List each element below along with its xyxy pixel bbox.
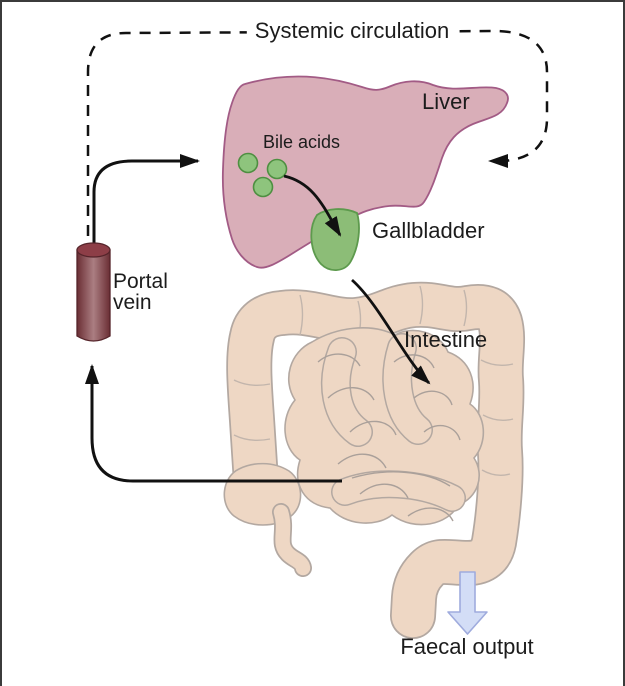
gallbladder-label: Gallbladder: [372, 218, 485, 243]
portal-vein-body: [76, 249, 111, 342]
portal-vein-top: [76, 242, 111, 258]
portal-vein-to-liver-arrow: [92, 154, 200, 243]
liver-label: Liver: [422, 89, 470, 114]
intestine-label: Intestine: [404, 327, 488, 352]
systemic-circulation-label: Systemic circulation: [246, 19, 458, 42]
appendix-tail-fill: [273, 504, 311, 576]
gallbladder-shape: [310, 208, 360, 271]
faecal-output-arrow: [447, 571, 488, 635]
portal-vein-label-line1: Portal: [113, 270, 168, 293]
liver-shape: [221, 75, 509, 269]
colon-fill: [228, 283, 524, 638]
intestine-to-portal-vein-arrow: [85, 364, 342, 483]
bile-acid-dot: [237, 152, 259, 174]
bile-acids-label: Bile acids: [263, 132, 341, 152]
faecal-output-label: Faecal output: [400, 634, 534, 659]
bile-acid-dots: [237, 152, 288, 198]
colon-haustra-lines: [233, 285, 514, 477]
intestine-shape: [223, 281, 525, 639]
portal-vein-shape: [76, 242, 111, 342]
bile-to-gallbladder-arrow: [283, 174, 342, 237]
small-intestine-folds: [317, 353, 461, 522]
bile-acid-dot: [266, 158, 288, 180]
bile-acid-dot: [252, 176, 274, 198]
gallbladder-to-intestine-arrow: [351, 278, 431, 385]
portal-vein-label-line2: vein: [113, 291, 152, 314]
portal-vein-label: Portal vein: [113, 271, 168, 313]
